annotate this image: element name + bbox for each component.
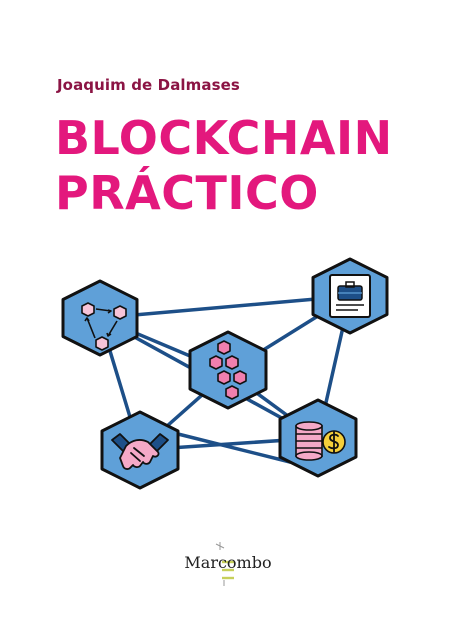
- hex-node-center: [188, 330, 268, 410]
- book-title: BLOCKCHAIN PRÁCTICO: [55, 111, 393, 221]
- hex-node-top-left: [61, 279, 139, 357]
- coins-dollar-icon: [295, 421, 346, 461]
- handshake-icon: [111, 433, 169, 470]
- title-line-2: PRÁCTICO: [55, 166, 319, 220]
- author-name: Joaquim de Dalmases: [57, 76, 240, 94]
- document-case-icon: [329, 274, 371, 318]
- title-line-1: BLOCKCHAIN: [55, 111, 393, 165]
- network-illustration: [61, 257, 389, 490]
- publisher-name: Marcombo: [184, 553, 272, 572]
- publisher-logo-icon: [215, 542, 234, 586]
- blocks-chain-icon: [209, 340, 247, 400]
- nodes-cycle-icon: [81, 302, 127, 351]
